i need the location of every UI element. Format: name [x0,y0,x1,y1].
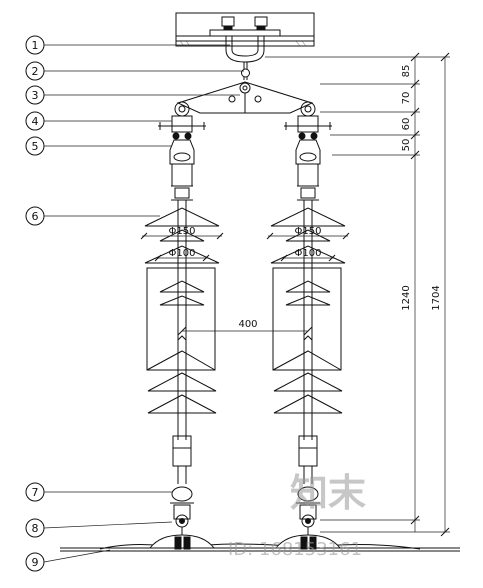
callout-9: 9 [25,549,111,572]
callout-1: 1 [25,35,230,55]
watermark-id: ID: 168153161 [228,539,362,560]
dim-shed-small-right: Φ100 [295,248,322,259]
dim-spacing-400: 400 [238,319,257,330]
conductor-and-clamps [60,534,460,552]
dim-shed-large-left: Φ150 [169,226,196,237]
dim-1704: 1704 [431,285,442,310]
insulator-string-left [144,101,220,538]
callout-6: 6 [25,206,160,226]
callout-8-label: 8 [32,522,39,535]
callout-2-label: 2 [32,65,39,78]
callout-5: 5 [25,136,172,156]
callout-8: 8 [25,518,173,538]
callout-4-label: 4 [32,115,39,128]
callout-3-label: 3 [32,89,39,102]
dim-60: 60 [401,118,412,131]
callout-7: 7 [25,482,172,502]
insulator-string-right [270,101,346,538]
callout-1-label: 1 [32,39,39,52]
callout-5-label: 5 [32,140,39,153]
callout-6-label: 6 [32,210,39,223]
watermark-brand: 知末 [290,471,366,515]
callout-4: 4 [25,111,172,131]
dim-70: 70 [401,92,412,105]
callout-2: 2 [25,61,244,81]
dim-shed-large-right: Φ150 [295,226,322,237]
yoke-plate [176,62,314,114]
dim-85: 85 [401,65,412,78]
callout-7-label: 7 [32,486,39,499]
dim-50: 50 [401,139,412,152]
dimension-lines [140,52,450,537]
callout-3: 3 [25,85,240,105]
crossarm-fitting [175,12,315,63]
dim-1240: 1240 [401,285,412,310]
dim-shed-small-left: Φ100 [169,248,196,259]
callout-9-label: 9 [32,556,39,569]
